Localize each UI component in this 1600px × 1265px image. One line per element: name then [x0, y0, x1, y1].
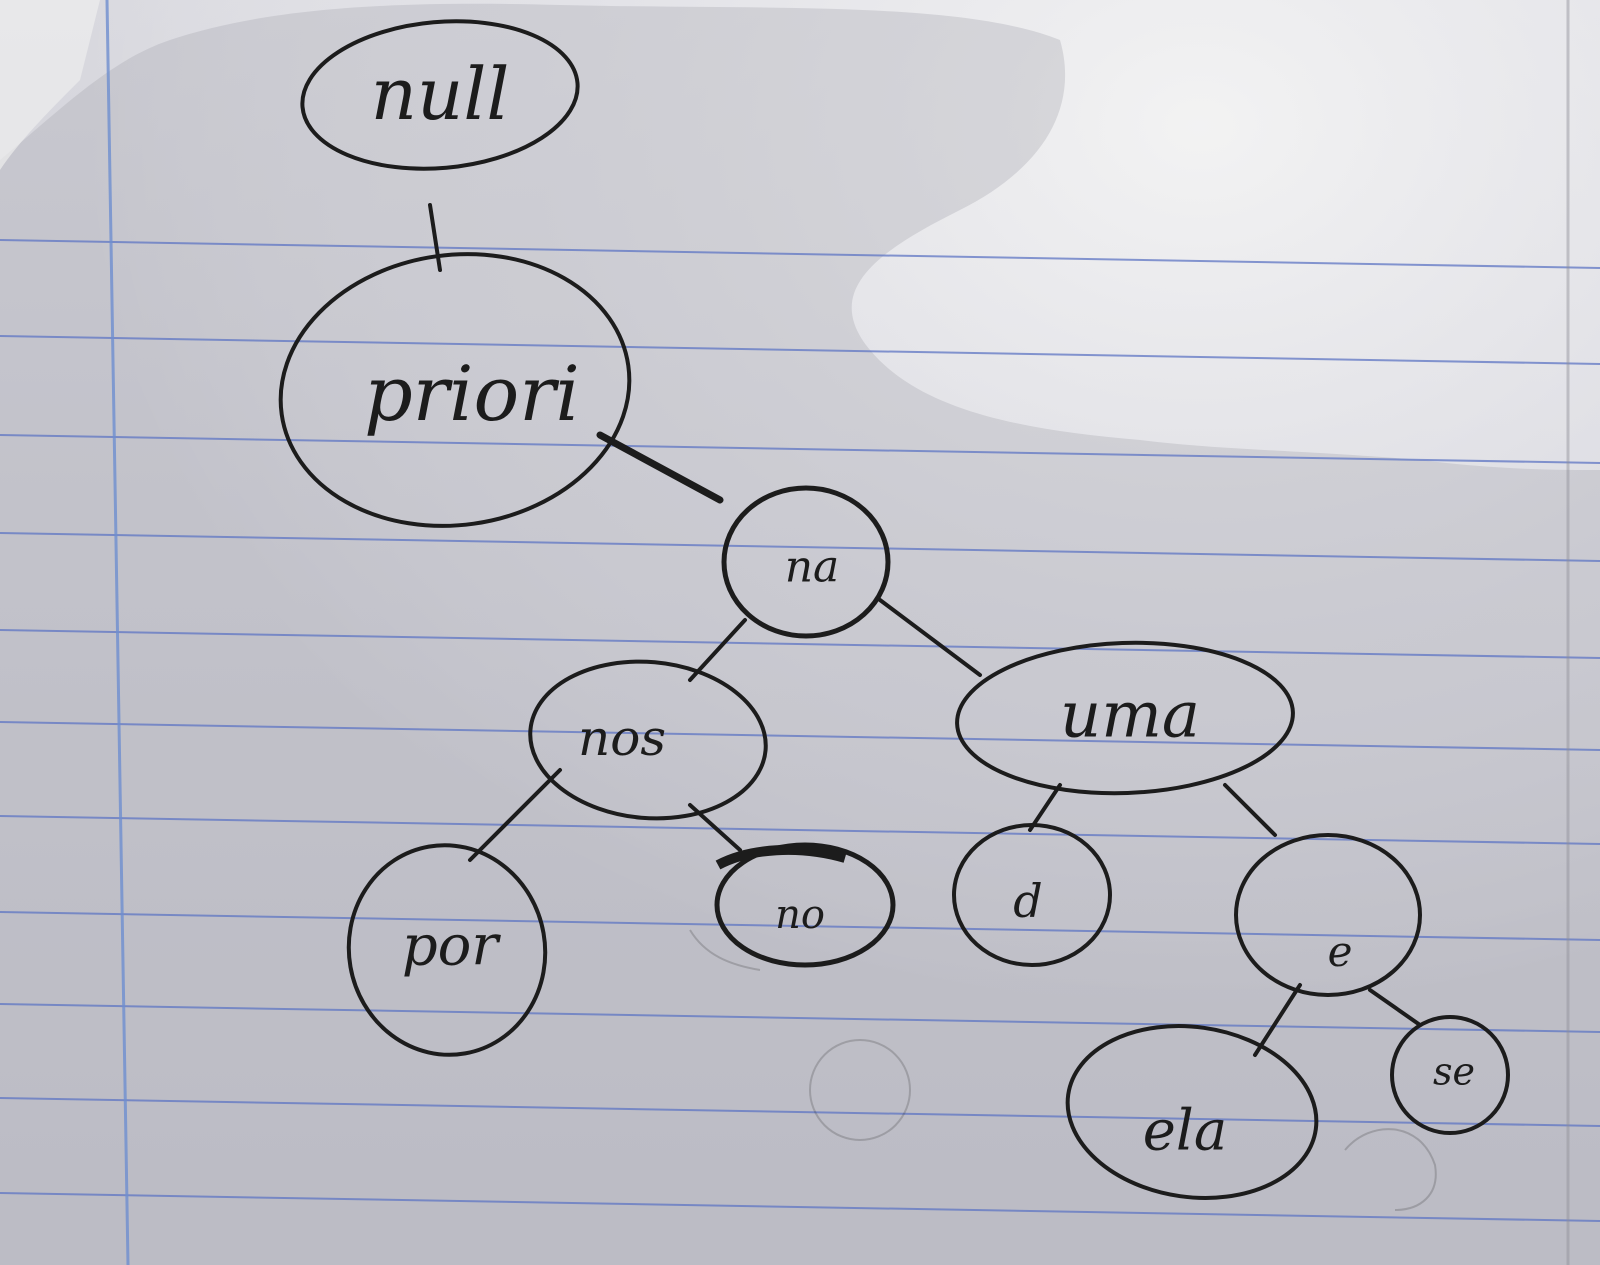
edge-prior-na — [596, 431, 724, 504]
ruled-lines — [0, 239, 1600, 1222]
ruled-line — [0, 911, 1600, 941]
node-label: priori — [364, 349, 580, 438]
node-outline — [721, 485, 891, 639]
node-outline — [714, 842, 896, 968]
ruled-line — [0, 1097, 1600, 1127]
tree-node-ela: ela — [1065, 1024, 1319, 1200]
margin-line — [105, 0, 130, 1265]
node-label: nos — [578, 709, 666, 767]
node-label: por — [402, 914, 502, 979]
node-label: d — [1013, 874, 1042, 928]
node-outline — [955, 640, 1295, 796]
faint-smudges — [689, 929, 1437, 1211]
node-outline — [528, 659, 768, 821]
node-label: e — [1328, 927, 1353, 976]
tree-node-se: se — [1390, 1015, 1510, 1135]
edge-e-se — [1368, 988, 1422, 1027]
node-label: no — [775, 892, 825, 938]
node-label: na — [785, 542, 840, 593]
tree-node-d: d — [952, 823, 1112, 967]
tree-node-null: null — [300, 19, 580, 171]
node-outline — [1390, 1015, 1510, 1135]
ruled-line — [0, 335, 1600, 365]
edge-uma-d — [1028, 783, 1062, 832]
ruled-line — [0, 815, 1600, 845]
edge-na-uma — [878, 598, 982, 677]
ruled-line — [0, 434, 1600, 464]
node-outline-thick — [715, 844, 847, 870]
ruled-line — [0, 532, 1600, 562]
ruled-line — [0, 1003, 1600, 1033]
edge-nos-por — [468, 768, 562, 862]
ruled-line — [0, 721, 1600, 751]
node-outline — [952, 823, 1112, 967]
tree-node-prior: priori — [278, 252, 632, 528]
node-outline — [300, 19, 580, 171]
node-outline — [346, 843, 548, 1057]
ruled-line — [0, 629, 1600, 659]
tree-node-nos: nos — [528, 659, 768, 821]
node-label: ela — [1143, 1099, 1227, 1164]
ruled-line — [0, 239, 1600, 269]
tree-node-e: e — [1234, 833, 1422, 997]
corner-highlight — [0, 0, 100, 170]
tree-node-no: no — [714, 842, 896, 968]
tree-node-por: por — [346, 843, 548, 1057]
edge-null-prior — [428, 203, 442, 272]
edge-uma-e — [1223, 783, 1277, 837]
node-label: se — [1433, 1050, 1475, 1094]
tree-node-uma: uma — [955, 640, 1295, 796]
node-label: null — [371, 52, 510, 136]
ruled-line — [0, 1192, 1600, 1222]
edge-e-ela — [1253, 983, 1302, 1057]
node-outline — [1065, 1024, 1319, 1200]
tree-node-na: na — [721, 485, 891, 639]
node-outline — [278, 252, 632, 528]
node-outline — [1234, 833, 1422, 997]
node-label: uma — [1060, 679, 1200, 753]
